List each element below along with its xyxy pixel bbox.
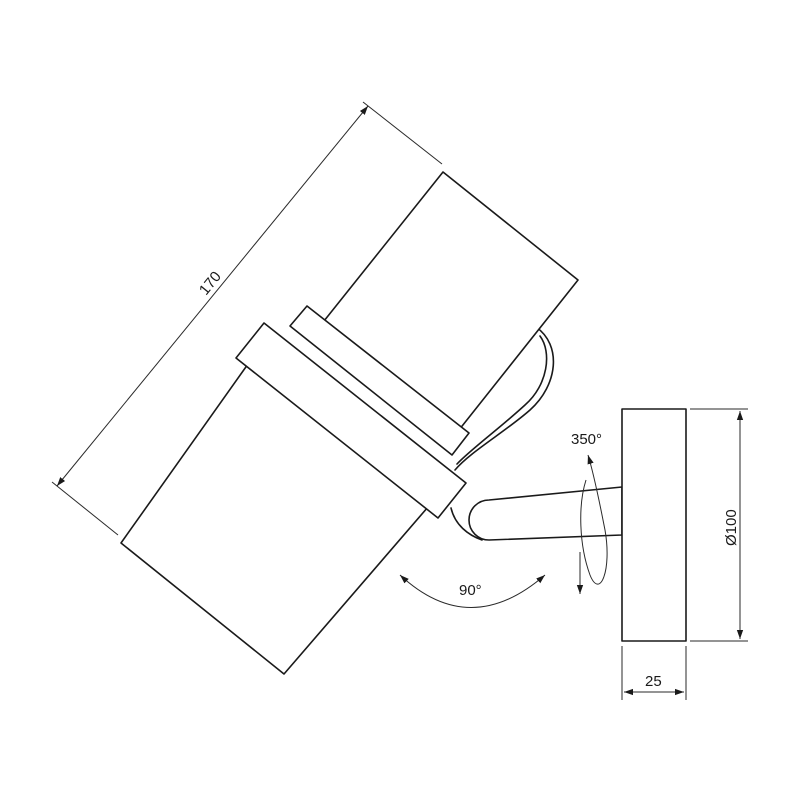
- power-cable: [454, 326, 555, 471]
- support-arm: [468, 486, 623, 541]
- length-extension-top: [362, 101, 443, 165]
- diameter-label: Ø100: [723, 509, 740, 546]
- rotation-ellipse-arrow: [580, 454, 608, 585]
- power-cable-inner: [456, 335, 548, 465]
- tilt-arc: [399, 574, 546, 608]
- wall-plate: [621, 408, 687, 642]
- rotation-angle-label: 350°: [571, 431, 602, 448]
- length-dimension-line: [56, 105, 369, 487]
- length-label: 170: [196, 268, 225, 298]
- pivot-joint: [450, 507, 483, 541]
- length-extension-bottom: [51, 481, 119, 536]
- tilt-angle-label: 90°: [459, 582, 482, 599]
- depth-label: 25: [645, 673, 662, 690]
- lamp-lower-body: [120, 363, 429, 675]
